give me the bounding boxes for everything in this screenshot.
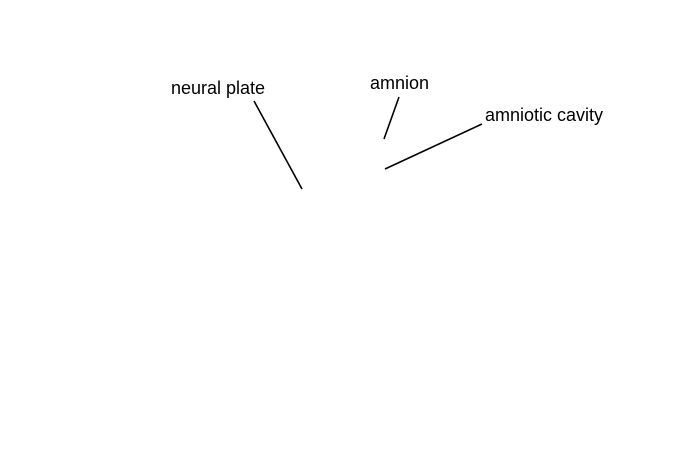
leader-line-neural-plate (253, 100, 303, 190)
leader-line-amniotic-cavity (384, 123, 483, 170)
label-amniotic-cavity: amniotic cavity (485, 105, 604, 125)
label-amnion: amnion (370, 73, 430, 93)
label-neural-plate: neural plate (171, 78, 266, 98)
leader-line-amnion (383, 96, 400, 140)
